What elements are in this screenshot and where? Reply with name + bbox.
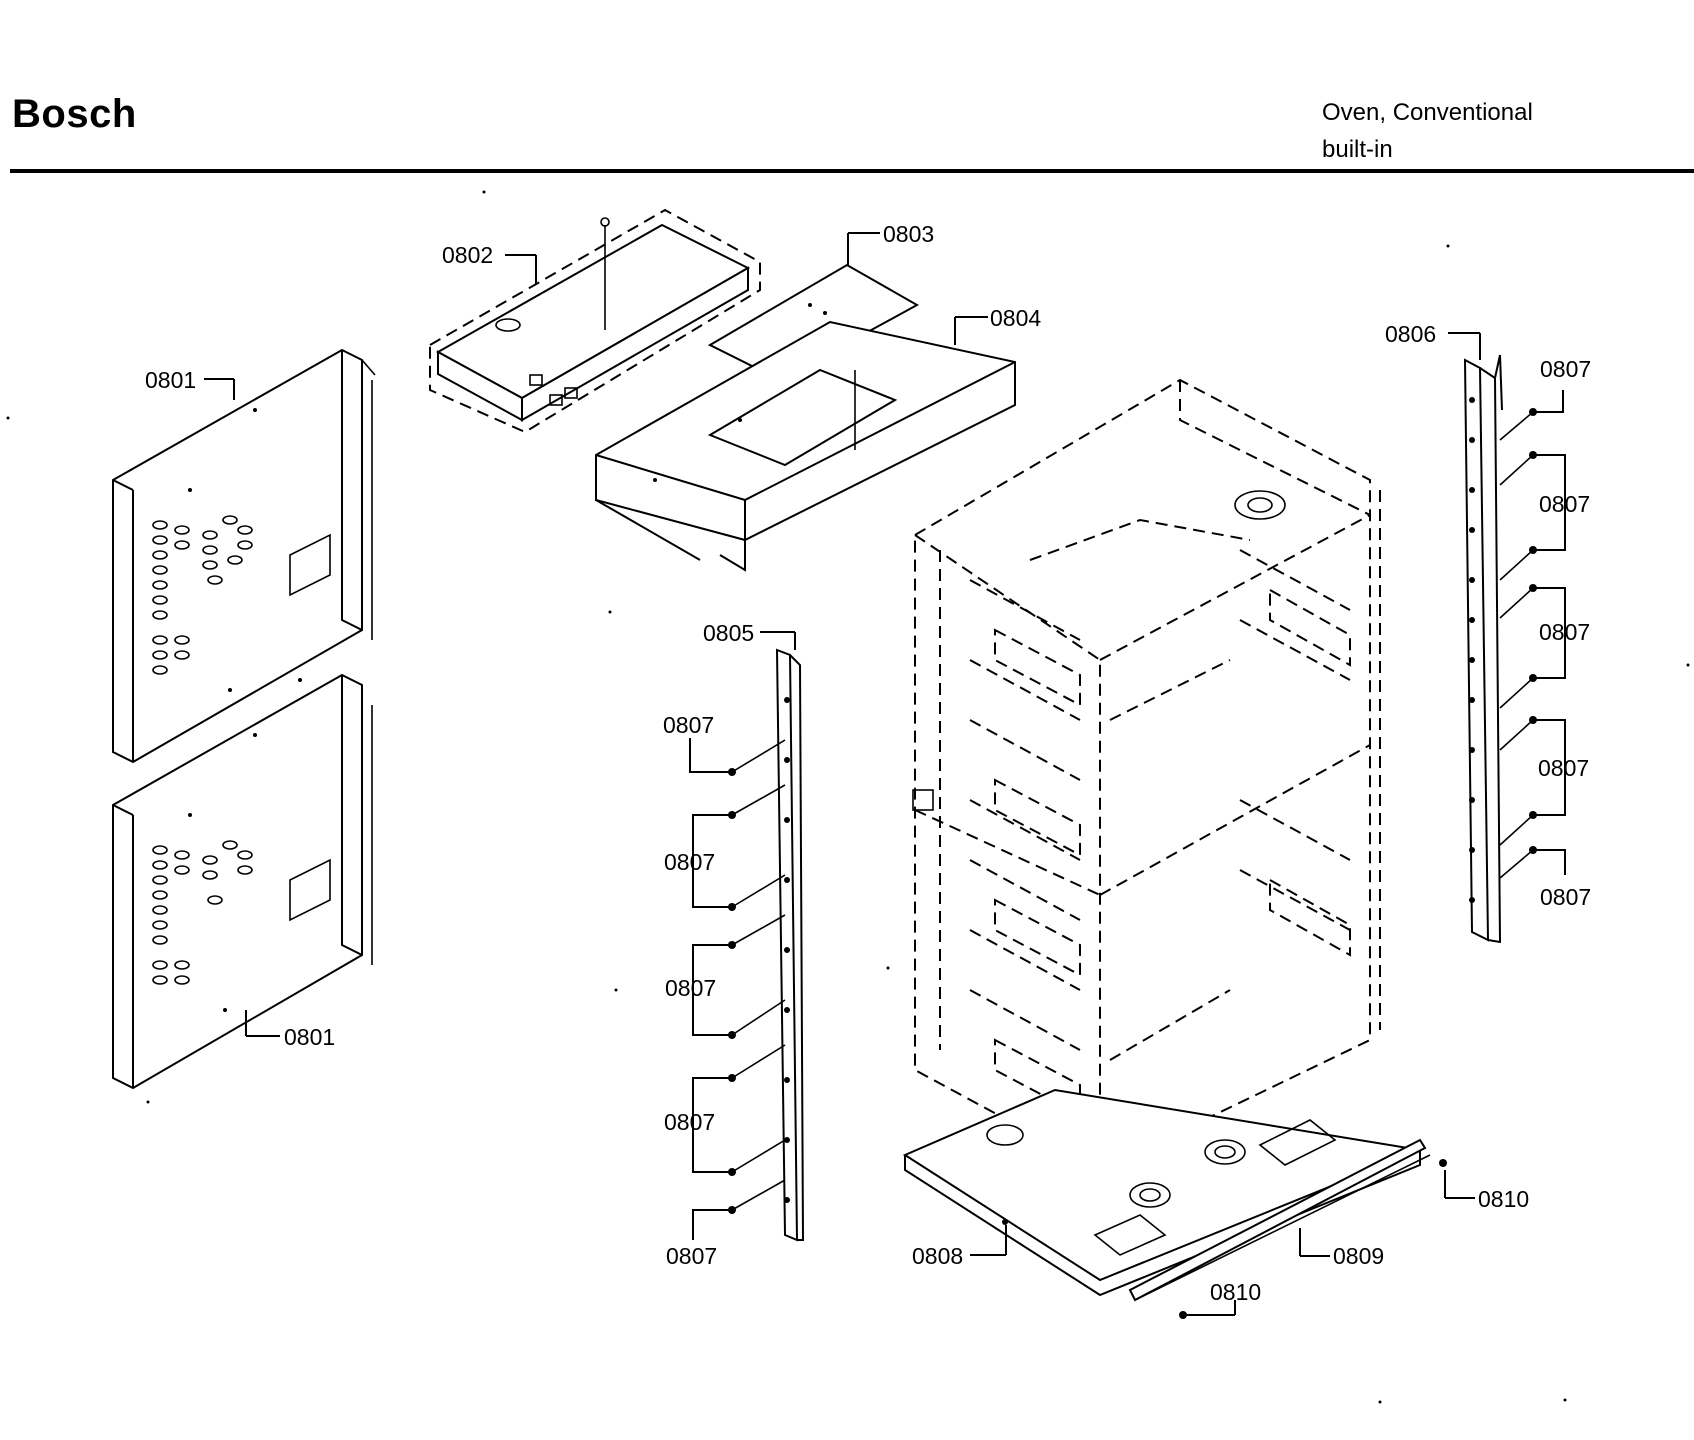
brand-title: Bosch bbox=[12, 92, 137, 136]
right-side-rail bbox=[1463, 354, 1503, 944]
label-0809: 0809 bbox=[1333, 1243, 1384, 1269]
label-0801-upper: 0801 bbox=[145, 367, 196, 393]
scan-specks bbox=[6, 190, 1690, 1404]
header-rule bbox=[10, 169, 1694, 173]
product-subtype: built-in bbox=[1322, 136, 1393, 163]
label-0802: 0802 bbox=[442, 242, 493, 268]
label-0803: 0803 bbox=[883, 221, 934, 247]
side-panel-upper bbox=[112, 348, 376, 764]
label-0806: 0806 bbox=[1385, 321, 1436, 347]
label-0810-right: 0810 bbox=[1478, 1186, 1529, 1212]
right-screw-callouts bbox=[1499, 390, 1566, 879]
label-0807-right-4: 0807 bbox=[1538, 755, 1589, 781]
product-type: Oven, Conventional bbox=[1322, 99, 1533, 126]
label-0807-left-2: 0807 bbox=[664, 849, 715, 875]
label-0805: 0805 bbox=[703, 620, 754, 646]
side-panel-lower bbox=[112, 673, 373, 1090]
label-0801-lower: 0801 bbox=[284, 1024, 335, 1050]
label-0807-left-4: 0807 bbox=[664, 1109, 715, 1135]
label-0810-bottom: 0810 bbox=[1210, 1279, 1261, 1305]
bottom-plate bbox=[902, 1088, 1424, 1297]
label-0804: 0804 bbox=[990, 305, 1041, 331]
label-0807-left-1: 0807 bbox=[663, 712, 714, 738]
label-0807-left-5: 0807 bbox=[666, 1243, 717, 1269]
control-panel-part bbox=[429, 208, 761, 434]
left-side-rail bbox=[775, 648, 805, 1242]
label-0807-right-3: 0807 bbox=[1539, 619, 1590, 645]
bottom-rail bbox=[1128, 1138, 1431, 1302]
frame-part bbox=[595, 320, 1016, 572]
label-0807-right-2: 0807 bbox=[1539, 491, 1590, 517]
product-description: Oven, Conventional built-in bbox=[1322, 94, 1533, 168]
label-0808: 0808 bbox=[912, 1243, 963, 1269]
label-0807-right-1: 0807 bbox=[1540, 356, 1591, 382]
left-screw-callouts bbox=[689, 738, 786, 1240]
oven-cavity bbox=[912, 378, 1381, 1172]
label-0807-right-5: 0807 bbox=[1540, 884, 1591, 910]
label-0807-left-3: 0807 bbox=[665, 975, 716, 1001]
